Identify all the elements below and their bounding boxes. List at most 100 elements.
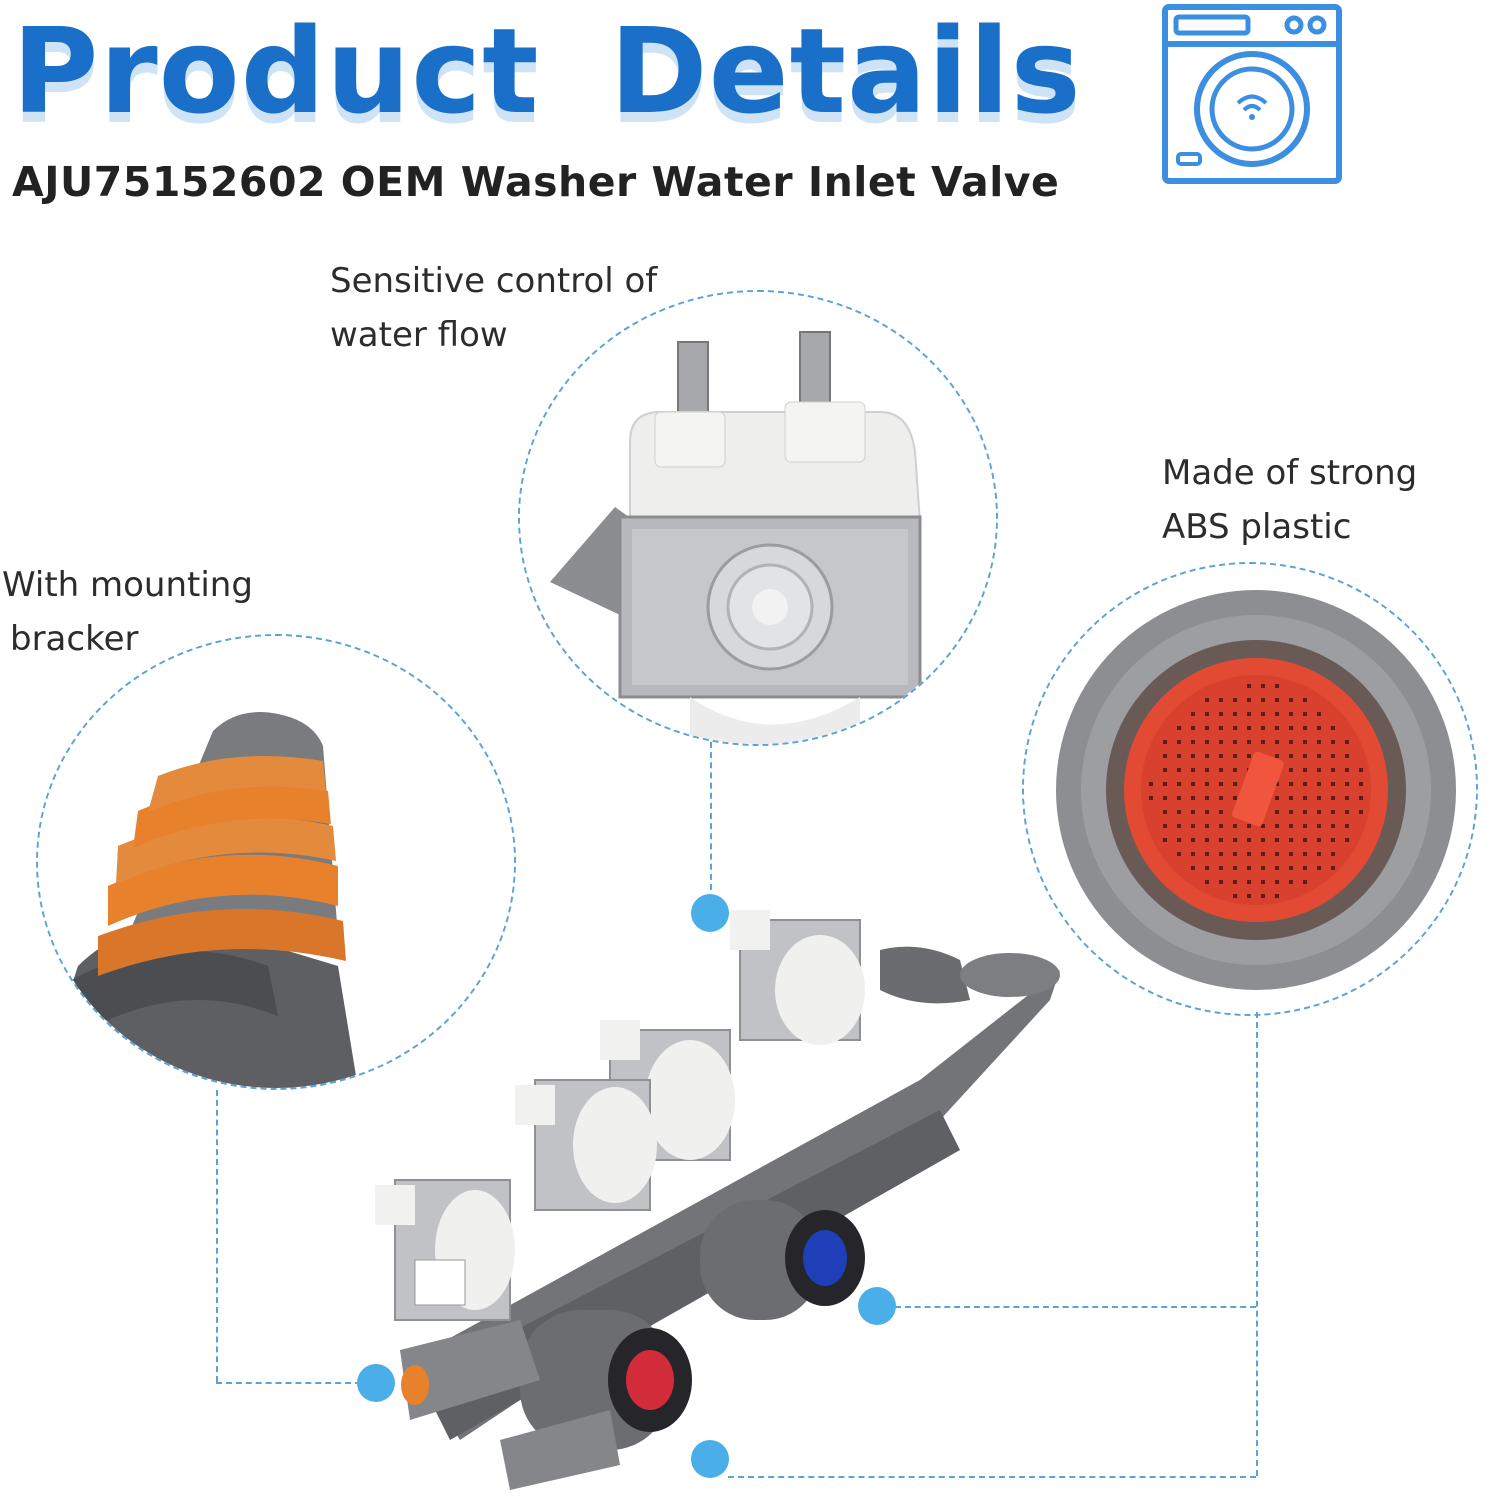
filter-mesh-hole: [1219, 698, 1223, 702]
filter-mesh-hole: [1205, 880, 1209, 884]
filter-mesh-hole: [1233, 768, 1237, 772]
filter-mesh-hole: [1219, 740, 1223, 744]
filter-mesh-hole: [1233, 796, 1237, 800]
filter-mesh-hole: [1191, 810, 1195, 814]
filter-mesh-hole: [1275, 740, 1279, 744]
filter-mesh-hole: [1289, 810, 1293, 814]
filter-mesh-hole: [1163, 838, 1167, 842]
filter-mesh-hole: [1247, 824, 1251, 828]
filter-mesh-hole: [1289, 754, 1293, 758]
filter-mesh-hole: [1275, 712, 1279, 716]
filter-mesh-hole: [1345, 838, 1349, 842]
filter-mesh-hole: [1303, 740, 1307, 744]
filter-mesh-hole: [1289, 782, 1293, 786]
filter-mesh-hole: [1261, 684, 1265, 688]
callout-left-line2: bracker: [10, 619, 139, 659]
filter-mesh-hole: [1233, 726, 1237, 730]
filter-mesh-hole: [1303, 712, 1307, 716]
filter-mesh-hole: [1289, 740, 1293, 744]
connector-line-left-horizontal: [216, 1382, 361, 1384]
filter-mesh-hole: [1303, 796, 1307, 800]
filter-mesh-hole: [1275, 838, 1279, 842]
filter-mesh-hole: [1177, 740, 1181, 744]
filter-mesh-hole: [1359, 810, 1363, 814]
filter-mesh-hole: [1233, 698, 1237, 702]
filter-mesh-hole: [1303, 754, 1307, 758]
filter-mesh-hole: [1331, 726, 1335, 730]
page-title: Product Details: [12, 2, 1082, 140]
filter-mesh-hole: [1331, 796, 1335, 800]
filter-mesh-hole: [1331, 824, 1335, 828]
filter-mesh-hole: [1289, 698, 1293, 702]
filter-mesh-hole: [1163, 754, 1167, 758]
filter-mesh-hole: [1261, 740, 1265, 744]
filter-mesh-hole: [1317, 824, 1321, 828]
filter-mesh-hole: [1163, 740, 1167, 744]
filter-mesh-hole: [1261, 852, 1265, 856]
filter-mesh-hole: [1345, 768, 1349, 772]
filter-mesh-hole: [1275, 824, 1279, 828]
filter-mesh-hole: [1177, 796, 1181, 800]
callout-right-line1: Made of strong: [1162, 453, 1418, 493]
filter-mesh-hole: [1219, 810, 1223, 814]
filter-mesh-hole: [1219, 824, 1223, 828]
filter-mesh-hole: [1191, 852, 1195, 856]
filter-mesh-hole: [1345, 810, 1349, 814]
filter-mesh-hole: [1331, 740, 1335, 744]
filter-mesh-hole: [1331, 768, 1335, 772]
filter-mesh-hole: [1177, 782, 1181, 786]
filter-mesh-hole: [1247, 880, 1251, 884]
callout-dot-red-outlet: [691, 1440, 729, 1478]
filter-mesh-hole: [1331, 754, 1335, 758]
connector-line-top: [710, 742, 712, 890]
filter-mesh-hole: [1289, 712, 1293, 716]
filter-mesh-hole: [1261, 698, 1265, 702]
filter-mesh-hole: [1261, 838, 1265, 842]
filter-mesh-hole: [1191, 754, 1195, 758]
filter-mesh-hole: [1317, 782, 1321, 786]
filter-mesh-hole: [1205, 768, 1209, 772]
connector-line-right-vertical: [1256, 1012, 1258, 1476]
filter-mesh-hole: [1233, 894, 1237, 898]
filter-mesh-hole: [1317, 796, 1321, 800]
filter-mesh-hole: [1177, 852, 1181, 856]
filter-mesh-hole: [1261, 866, 1265, 870]
filter-mesh-hole: [1233, 740, 1237, 744]
filter-mesh-hole: [1205, 810, 1209, 814]
filter-mesh-hole: [1191, 726, 1195, 730]
filter-mesh-hole: [1247, 852, 1251, 856]
filter-mesh-hole: [1303, 880, 1307, 884]
filter-mesh-hole: [1205, 698, 1209, 702]
callout-left-line1: With mounting: [2, 565, 253, 605]
filter-mesh-hole: [1205, 782, 1209, 786]
callout-top-label: Sensitive control of water flow: [330, 254, 657, 362]
filter-mesh-hole: [1177, 810, 1181, 814]
filter-mesh-hole: [1177, 726, 1181, 730]
filter-mesh-hole: [1317, 754, 1321, 758]
filter-mesh-hole: [1219, 726, 1223, 730]
filter-mesh-hole: [1289, 852, 1293, 856]
filter-mesh-hole: [1247, 712, 1251, 716]
filter-mesh-hole: [1205, 726, 1209, 730]
filter-mesh-hole: [1233, 838, 1237, 842]
callout-left-label: With mounting bracker: [2, 558, 253, 666]
filter-mesh-hole: [1219, 880, 1223, 884]
filter-mesh-hole: [1219, 754, 1223, 758]
filter-mesh-hole: [1191, 768, 1195, 772]
filter-mesh-hole: [1289, 726, 1293, 730]
filter-mesh-hole: [1233, 712, 1237, 716]
filter-mesh-hole: [1205, 838, 1209, 842]
filter-mesh-hole: [1275, 852, 1279, 856]
filter-mesh-hole: [1275, 726, 1279, 730]
filter-mesh-hole: [1219, 838, 1223, 842]
connector-line-left-vertical: [216, 1090, 218, 1382]
callout-dot-blue-outlet: [858, 1287, 896, 1325]
filter-mesh-hole: [1247, 740, 1251, 744]
filter-mesh-hole: [1261, 894, 1265, 898]
filter-mesh-hole: [1345, 782, 1349, 786]
filter-mesh-hole: [1219, 782, 1223, 786]
filter-mesh-hole: [1303, 866, 1307, 870]
filter-mesh-hole: [1303, 824, 1307, 828]
filter-mesh-hole: [1247, 838, 1251, 842]
filter-mesh-hole: [1247, 754, 1251, 758]
